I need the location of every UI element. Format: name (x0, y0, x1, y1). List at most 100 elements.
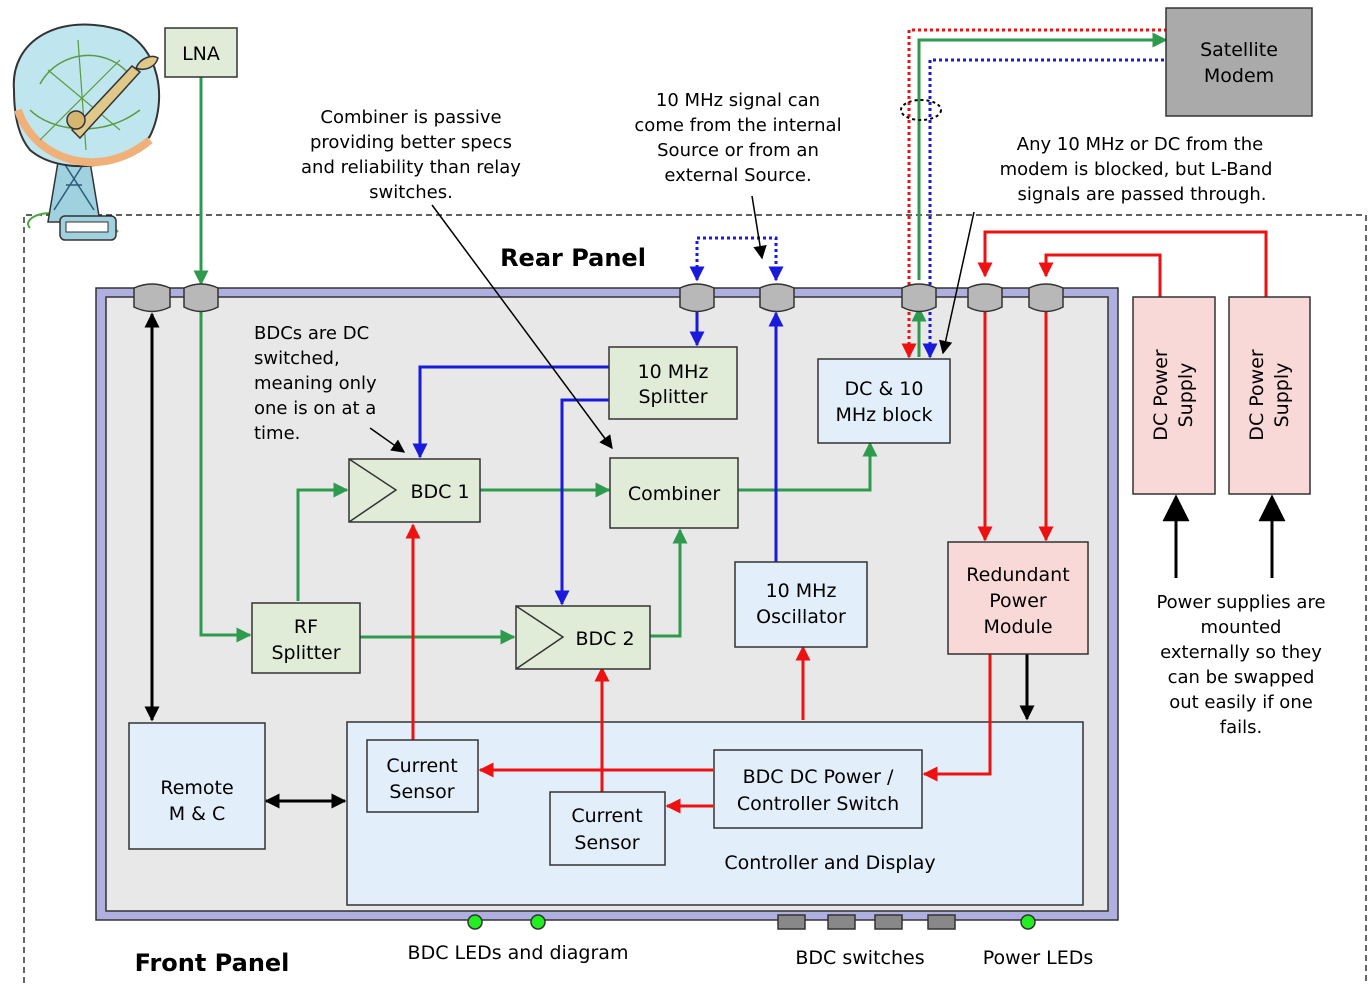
svg-text:Current: Current (386, 755, 457, 777)
dc-dotted (901, 28, 1166, 359)
svg-text:providing better specs: providing better specs (310, 132, 512, 153)
dc-10mhz-block: DC & 10 MHz block (817, 358, 951, 444)
svg-text:switches.: switches. (369, 182, 453, 203)
connector-modem (901, 283, 937, 313)
svg-text:signals are passed through.: signals are passed through. (1017, 184, 1266, 205)
satellite-dish-icon (12, 23, 161, 241)
redundant-power-block: Redundant Power Module (947, 541, 1089, 655)
svg-text:DC Power: DC Power (1150, 349, 1172, 441)
bdc-power-switch-block: BDC DC Power / Controller Switch (713, 749, 923, 829)
current-sensor-2-block: Current Sensor (549, 791, 666, 866)
svg-text:Modem: Modem (1204, 65, 1274, 87)
combiner-note: Combiner is passive providing better spe… (301, 107, 521, 203)
satellite-modem-block: Satellite Modem (1165, 7, 1313, 117)
front-panel-leds (467, 914, 1036, 930)
ten-mhz-splitter-block: 10 MHz Splitter (608, 346, 738, 420)
svg-text:BDC 1: BDC 1 (410, 481, 469, 503)
svg-text:Sensor: Sensor (574, 832, 639, 854)
svg-text:Power: Power (989, 590, 1047, 612)
svg-text:externally so they: externally so they (1160, 642, 1322, 663)
ten-mhz-source-note: 10 MHz signal can come from the internal… (634, 90, 841, 186)
svg-text:M & C: M & C (169, 803, 226, 825)
connector-10mhz-in (679, 283, 715, 313)
svg-text:BDC 2: BDC 2 (575, 628, 634, 650)
svg-text:Supply: Supply (1271, 363, 1293, 428)
power-supply-input-arrows (1162, 494, 1286, 578)
svg-text:meaning only: meaning only (254, 373, 377, 394)
svg-text:Splitter: Splitter (638, 386, 707, 408)
bdc1-block: BDC 1 (348, 458, 481, 523)
svg-text:10 MHz: 10 MHz (638, 361, 709, 383)
svg-text:BDC DC Power /: BDC DC Power / (743, 766, 894, 788)
connector-power-2 (1028, 283, 1064, 313)
rf-splitter-block: RF Splitter (251, 602, 361, 674)
svg-text:Redundant: Redundant (966, 564, 1069, 586)
svg-text:Combiner is passive: Combiner is passive (320, 107, 501, 128)
control-lines (144, 312, 1035, 809)
svg-text:come from the internal: come from the internal (634, 115, 841, 136)
bdc-switch-2 (827, 914, 856, 930)
modem-block-note: Any 10 MHz or DC from the modem is block… (1000, 134, 1273, 205)
front-panel-switches (777, 914, 956, 930)
dc-power-lines (405, 230, 1268, 814)
combiner-block: Combiner (609, 457, 739, 529)
svg-text:external Source.: external Source. (664, 165, 811, 186)
front-panel-label: Front Panel (135, 949, 290, 977)
power-leds-label: Power LEDs (983, 947, 1094, 969)
connector-power-1 (967, 283, 1003, 313)
svg-text:and reliability than relay: and reliability than relay (301, 157, 521, 178)
svg-text:Module: Module (983, 616, 1052, 638)
rear-connectors (133, 283, 1064, 313)
connector-remote (133, 283, 171, 313)
remote-mc-block: Remote M & C (128, 722, 266, 850)
svg-text:Combiner: Combiner (628, 483, 720, 505)
power-supply-2-block: DC Power Supply (1228, 296, 1311, 495)
current-sensor-1-block: Current Sensor (366, 739, 479, 813)
ref-10mhz-lines (412, 311, 784, 606)
svg-text:LNA: LNA (182, 43, 220, 65)
lna-block: LNA (164, 27, 238, 78)
enclosure-dashed (23, 214, 1367, 983)
bdc-switched-note: BDCs are DC switched, meaning only one i… (254, 323, 377, 444)
svg-text:out easily if one: out easily if one (1169, 692, 1313, 713)
rear-panel-label: Rear Panel (500, 244, 646, 272)
svg-text:Splitter: Splitter (271, 642, 340, 664)
bdc-switches-label: BDC switches (795, 947, 924, 969)
svg-text:can be swapped: can be swapped (1168, 667, 1315, 688)
svg-text:time.: time. (254, 423, 300, 444)
controller-display-label: Controller and Display (724, 852, 935, 874)
svg-text:Satellite: Satellite (1200, 39, 1278, 61)
oscillator-block: 10 MHz Oscillator (734, 561, 868, 648)
svg-text:Remote: Remote (160, 777, 233, 799)
svg-text:Sensor: Sensor (389, 781, 454, 803)
cable-bundle-marker (900, 99, 942, 121)
svg-text:Oscillator: Oscillator (756, 606, 846, 628)
svg-text:modem is blocked, but L-Band: modem is blocked, but L-Band (1000, 159, 1273, 180)
annotation-pointers (369, 195, 975, 453)
svg-text:Source or from an: Source or from an (657, 140, 819, 161)
svg-text:10 MHz signal can: 10 MHz signal can (656, 90, 820, 111)
bdc-switch-1 (777, 914, 806, 930)
svg-text:DC & 10: DC & 10 (845, 378, 924, 400)
svg-text:DC Power: DC Power (1246, 349, 1268, 441)
svg-text:fails.: fails. (1220, 717, 1262, 738)
power-supplies-note: Power supplies are mounted externally so… (1156, 592, 1325, 738)
power-led (1020, 914, 1036, 930)
svg-text:Current: Current (571, 805, 642, 827)
svg-text:BDCs are DC: BDCs are DC (254, 323, 369, 344)
power-supply-1-block: DC Power Supply (1132, 296, 1216, 495)
ref-10mhz-dotted (689, 58, 1166, 359)
svg-text:switched,: switched, (254, 348, 340, 369)
svg-text:mounted: mounted (1201, 617, 1282, 638)
svg-text:10 MHz: 10 MHz (766, 580, 837, 602)
bdc-led-1 (467, 914, 483, 930)
connector-10mhz-out (759, 283, 795, 313)
svg-text:MHz block: MHz block (835, 404, 932, 426)
bdc-leds-label: BDC LEDs and diagram (408, 942, 629, 964)
svg-text:Controller Switch: Controller Switch (737, 793, 899, 815)
bdc-led-2 (530, 914, 546, 930)
bdc2-block: BDC 2 (515, 605, 651, 670)
bdc-switch-3 (874, 914, 903, 930)
connector-lna-in (183, 283, 219, 313)
